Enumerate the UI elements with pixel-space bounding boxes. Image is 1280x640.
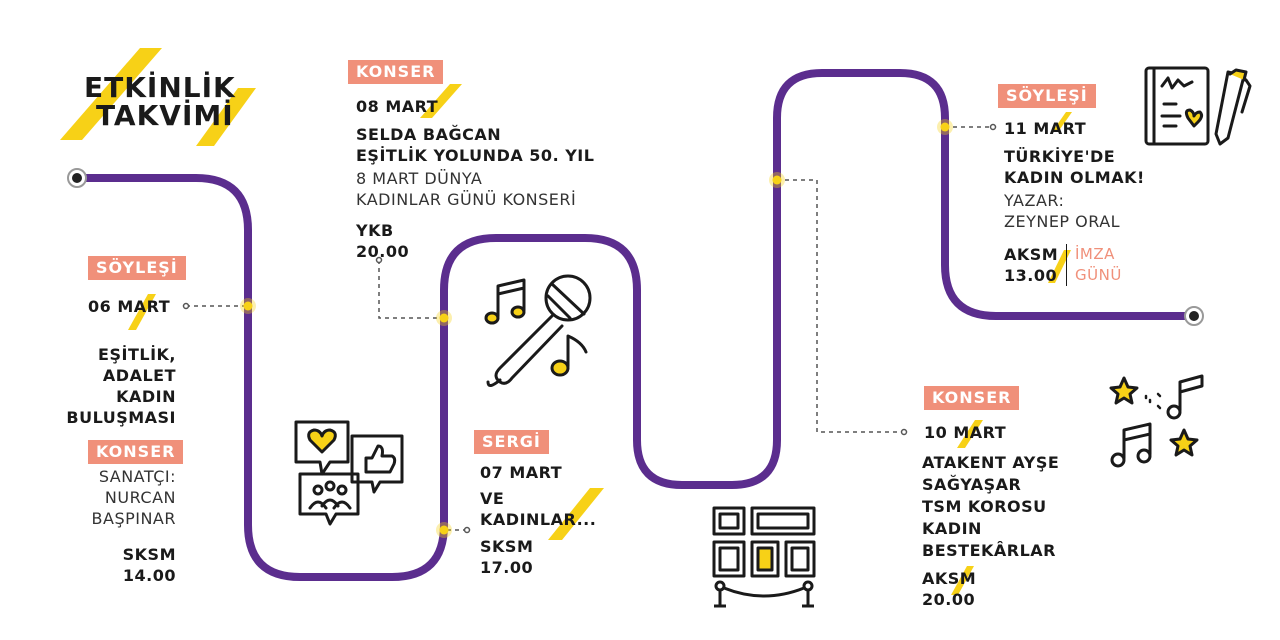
title-line-1: ETKİNLİK [84,71,236,104]
gallery-frames-icon [712,506,816,608]
event-date-06-mart: 06 MART [88,297,171,316]
book-pen-icon [1144,66,1252,146]
title-line-2: TAKVİMİ [96,99,234,132]
event-venue-sksm-1: SKSM 14.00 [122,545,176,585]
event-date-08-mart: 08 MART [356,97,439,116]
event-date-07-mart: 07 MART [480,463,563,482]
event-details-nurcan: SANATÇI: NURCAN BAŞPINAR [91,467,176,528]
dashed-connectors [186,126,993,531]
stars-notes-icon [1109,374,1204,468]
event-title-atakent: ATAKENT AYŞE SAĞYAŞAR TSM KOROSU KADIN B… [922,453,1060,560]
event-venue-ykb: YKB 20.00 [356,221,410,261]
sergi-tag: SERGİ [474,430,549,454]
event-venue-aksm-1: AKSM 13.00 [1004,244,1068,286]
event-details-dunya: 8 MART DÜNYA KADINLAR GÜNÜ KONSERİ [356,169,577,209]
konser-tag-2: KONSER [348,60,444,84]
path-nodes [240,119,953,538]
soylesi-tag-2: SÖYLEŞİ [998,84,1096,108]
konser-tag-3: KONSER [924,386,1020,410]
soylesi-tag-1: SÖYLEŞİ [88,256,186,280]
timeline-path [73,69,1198,581]
event-extra-imza: İMZA GÜNÜ [1075,245,1122,284]
end-endpoint [1184,306,1204,326]
social-media-icon [294,420,404,526]
event-title-esitlik: EŞİTLİK, ADALET KADIN BULUŞMASI [66,345,176,427]
event-venue-sksm-2: SKSM 17.00 [480,537,534,577]
event-venue-aksm-2: AKSM 20.00 [922,569,977,609]
start-endpoint [67,168,87,188]
event-date-10-mart: 10 MART [924,423,1007,442]
accent-slashes [60,48,1072,595]
konser-tag-1: KONSER [88,440,184,464]
event-date-11-mart: 11 MART [1004,119,1087,138]
event-title-turkiye: TÜRKİYE'DE KADIN OLMAK! [1004,147,1145,187]
microphone-music-icon [484,274,592,387]
event-title-selda: SELDA BAĞCAN EŞİTLİK YOLUNDA 50. YIL [356,125,595,165]
event-details-zeynep: YAZAR: ZEYNEP ORAL [1004,191,1121,231]
event-title-kadinlar: VE KADINLAR... [480,489,597,529]
page-title: ETKİNLİK TAKVİMİ [84,74,236,130]
